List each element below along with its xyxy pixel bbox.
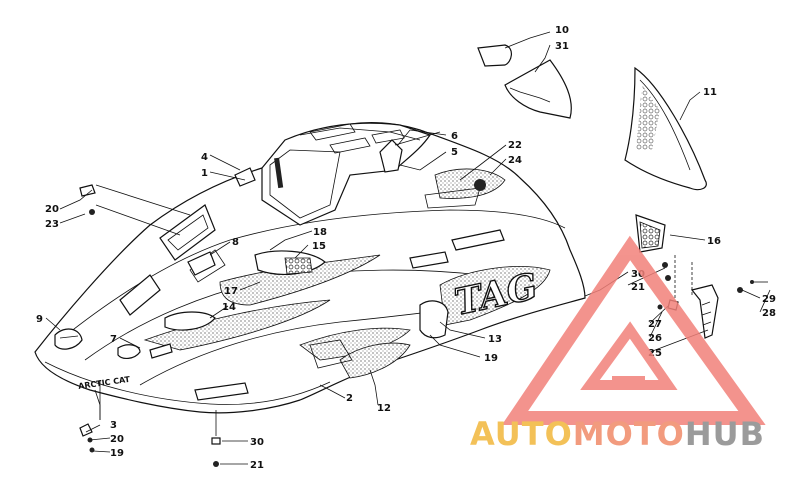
bracket-16 xyxy=(635,214,666,253)
watermark-logo xyxy=(501,235,766,425)
leader-lines xyxy=(45,31,771,465)
part-8-emblem xyxy=(187,251,216,276)
callout-18: 18 xyxy=(313,227,327,238)
callout-16: 16 xyxy=(707,236,721,247)
tag-decal: TAG xyxy=(419,265,551,339)
nose-emblem xyxy=(54,328,173,359)
callout-15: 15 xyxy=(312,241,326,252)
callout-21-bottom: 21 xyxy=(250,460,264,471)
left-vents xyxy=(119,204,226,316)
callout-20-bottom: 20 xyxy=(110,434,124,445)
callout-13: 13 xyxy=(488,334,502,345)
callout-6: 6 xyxy=(451,131,458,142)
callout-31: 31 xyxy=(555,41,569,52)
callout-12: 12 xyxy=(377,403,391,414)
side-panel-right xyxy=(424,168,506,209)
callout-26: 26 xyxy=(648,333,662,344)
part-31-flap xyxy=(504,59,572,119)
callout-19-bottom: 19 xyxy=(110,448,124,459)
callout-10: 10 xyxy=(555,25,569,36)
callout-11: 11 xyxy=(703,87,717,98)
callout-9: 9 xyxy=(36,314,43,325)
headlight-lens xyxy=(254,250,326,275)
callout-30-bottom: 30 xyxy=(250,437,264,448)
callout-2: 2 xyxy=(346,393,353,404)
lower-lens xyxy=(164,311,216,331)
callout-21-right: 21 xyxy=(631,282,645,293)
watermark-auto: AUTO xyxy=(470,415,573,453)
fastener-3-20-19 xyxy=(79,423,95,453)
grab-handle xyxy=(690,284,719,339)
callout-30-right: 30 xyxy=(631,269,645,280)
callout-20-top: 20 xyxy=(45,204,59,215)
callout-labels: 10 31 11 6 5 22 24 4 1 20 23 18 15 8 16 … xyxy=(36,25,776,471)
right-vents xyxy=(194,229,505,401)
watermark-moto: MOTO xyxy=(573,415,685,453)
callout-19-right: 19 xyxy=(484,353,498,364)
callout-8: 8 xyxy=(232,237,239,248)
callout-17: 17 xyxy=(224,286,238,297)
callout-5: 5 xyxy=(451,147,458,158)
fastener-30-21 xyxy=(211,437,221,467)
callout-29: 29 xyxy=(762,294,776,305)
side-decal-band xyxy=(143,254,411,361)
windshield-clip xyxy=(379,131,441,173)
part-10-pad xyxy=(477,44,512,67)
part-11-flap xyxy=(624,66,707,191)
watermark: AUTOMOTOHUB xyxy=(470,235,766,453)
svg-text:AUTOMOTOHUB: AUTOMOTOHUB xyxy=(470,415,765,453)
callout-25: 25 xyxy=(648,348,662,359)
callout-3: 3 xyxy=(110,420,117,431)
lower-side-panel xyxy=(309,339,411,379)
callout-4: 4 xyxy=(201,152,208,163)
callout-1: 1 xyxy=(201,168,208,179)
clip-20-23 xyxy=(79,184,96,215)
callout-27: 27 xyxy=(648,319,662,330)
watermark-hub: HUB xyxy=(685,415,765,453)
callout-14: 14 xyxy=(222,302,236,313)
callout-24: 24 xyxy=(508,155,522,166)
callout-7: 7 xyxy=(110,334,117,345)
callout-23: 23 xyxy=(45,219,59,230)
part-4-pad xyxy=(234,167,256,187)
callout-28: 28 xyxy=(762,308,776,319)
callout-22: 22 xyxy=(508,140,522,151)
